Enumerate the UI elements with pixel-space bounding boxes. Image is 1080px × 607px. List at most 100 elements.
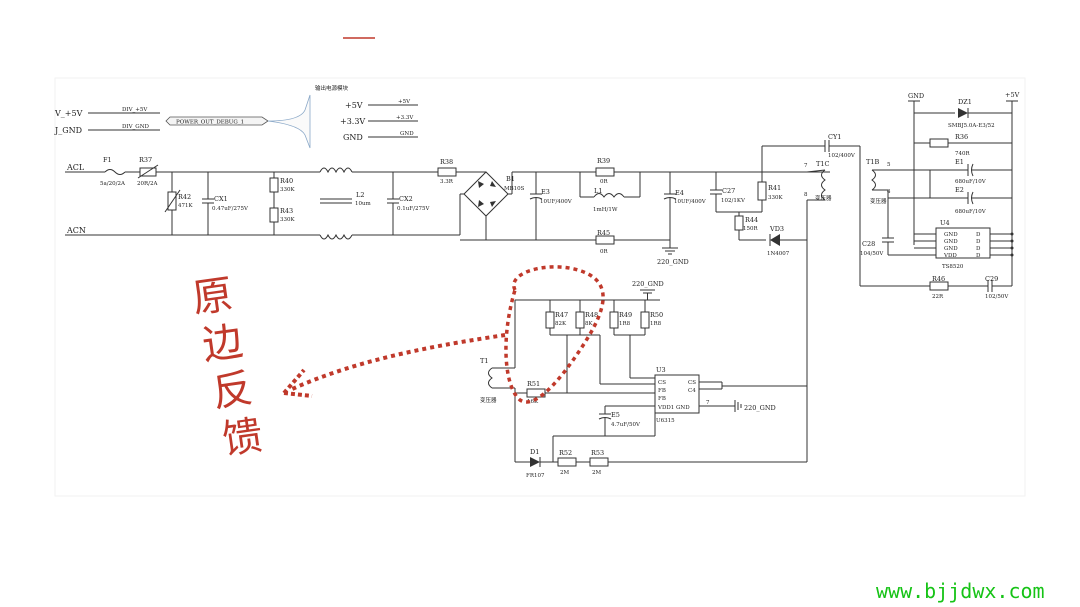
- r52-name: R52: [559, 449, 572, 457]
- r53-value: 2M: [592, 470, 601, 476]
- annotation-arrowhead: [282, 368, 313, 398]
- c29-name: C29: [985, 275, 998, 283]
- resistor-r48: [575, 311, 585, 329]
- u3-pin-right-1: CS: [688, 380, 696, 386]
- e4-value: 10UF/400V: [674, 199, 707, 205]
- r36-value: 740R: [955, 151, 970, 157]
- r39-value: 0R: [600, 179, 608, 185]
- vd3-name: VD3: [769, 225, 784, 233]
- u4-pin-7: D: [976, 246, 981, 252]
- resistor-r49: [609, 311, 619, 329]
- r42-value: 471K: [178, 203, 193, 209]
- r40-value: 330K: [280, 187, 295, 193]
- resistor-r53: [589, 457, 609, 467]
- u3-pin-left-2: FB: [658, 388, 666, 394]
- dz1-value: SMBJ5.0A-E3/52: [948, 123, 995, 129]
- e1-value: 680uF/10V: [955, 179, 987, 185]
- transformer-t1b: [871, 169, 876, 191]
- r53-name: R53: [591, 449, 604, 457]
- cy1-value: 102/400V: [828, 153, 856, 159]
- annotation-char-2: 边: [200, 318, 246, 369]
- u4-pin-8: D: [976, 253, 981, 259]
- resistor-r38: [437, 167, 457, 177]
- r41-name: R41: [768, 184, 781, 192]
- u3-pin7: 7: [706, 400, 710, 406]
- u4-pin-4: VDD: [943, 253, 957, 259]
- resistor-r51: [526, 388, 546, 398]
- ctrl-gnd220-label: 220_GND: [632, 280, 664, 288]
- resistor-r50: [640, 311, 650, 329]
- c28-value: 104/50V: [860, 251, 884, 257]
- r48-name: R48: [585, 311, 598, 319]
- u3-name: U3: [656, 366, 666, 374]
- r42-name: R42: [178, 193, 191, 201]
- out-5v-net: +5V: [398, 99, 411, 105]
- schematic-frame: [54, 77, 1026, 497]
- u4-pin-2: GND: [944, 239, 958, 245]
- d1-name: D1: [530, 448, 539, 456]
- resistor-r44: [734, 215, 744, 231]
- cy1-name: CY1: [828, 133, 841, 141]
- r45-value: 0R: [600, 249, 608, 255]
- t1b-pin5: 5: [887, 162, 891, 168]
- u4-pin-5: D: [976, 232, 981, 238]
- gnd-top-label: GND: [908, 92, 924, 100]
- r37-name: R37: [139, 156, 152, 164]
- l1-value: 1mH/1W: [593, 207, 618, 213]
- annotation-char-3: 反: [210, 365, 256, 416]
- r45-name: R45: [597, 229, 610, 237]
- u4-part: TS8520: [942, 264, 964, 270]
- t1c-pin8: 8: [804, 192, 808, 198]
- r44-value: 150R: [743, 226, 758, 232]
- annotation-char-1: 原: [190, 271, 236, 322]
- e4-name: E4: [675, 189, 684, 197]
- watermark: www.bjjdwx.com: [876, 579, 1045, 603]
- ic-u4: [935, 227, 991, 259]
- out-gnd-net: GND: [400, 131, 414, 137]
- u3-part: U6315: [656, 418, 675, 424]
- r46-name: R46: [932, 275, 945, 283]
- r37-value: 20R/2A: [137, 181, 158, 187]
- e3-name: E3: [541, 188, 550, 196]
- r44-name: R44: [745, 216, 758, 224]
- t1c-transformer-label: 变压器: [815, 194, 832, 202]
- resistor-r46: [929, 281, 949, 291]
- plus5v-label: +5V: [1005, 91, 1020, 99]
- feedback-annotation: 原 边 反 馈: [190, 265, 605, 464]
- acl-label: ACL: [66, 163, 85, 172]
- tvs-dz1: [958, 108, 968, 118]
- fuse-f1: [104, 169, 126, 175]
- r50-name: R50: [650, 311, 663, 319]
- out-gnd-label: GND: [343, 133, 363, 142]
- out-33v-net: +3.3V: [396, 115, 414, 121]
- ic-u3: [654, 374, 700, 414]
- u4-name: U4: [940, 219, 950, 227]
- r49-name: R49: [619, 311, 632, 319]
- r38-value: 3.3R: [440, 179, 454, 185]
- annotation-char-4: 馈: [220, 412, 266, 463]
- r38-name: R38: [440, 158, 453, 166]
- net-gnd-label: DIV_GND: [122, 124, 150, 130]
- net-5v-label: DIV_+5V: [122, 107, 148, 113]
- cx1-name: CX1: [214, 195, 228, 203]
- t1b-transformer-label: 变压器: [870, 197, 887, 205]
- t1b-pin4: 4: [887, 189, 891, 195]
- resistor-r40: [269, 177, 279, 193]
- r43-name: R43: [280, 207, 293, 215]
- e5-name: E5: [611, 411, 620, 419]
- transformer-t1c: [821, 169, 826, 201]
- b1-value: MB10S: [504, 186, 525, 192]
- e3-value: 10UF/400V: [540, 199, 573, 205]
- u4-pin-3: GND: [944, 246, 958, 252]
- primary-dc-section: E3 10UF/400V R39 0R L1 1mH/1W R45 0R E4 …: [486, 133, 861, 462]
- r41-value: 330K: [768, 195, 783, 201]
- r46-value: 22R: [932, 294, 944, 300]
- cx2-name: CX2: [399, 195, 413, 203]
- e2-value: 680uF/10V: [955, 209, 987, 215]
- f1-name: F1: [103, 156, 112, 164]
- r50-value: 1R8: [650, 321, 662, 327]
- debug-connector: [165, 116, 269, 126]
- diode-d1: [530, 457, 540, 467]
- r39-name: R39: [597, 157, 610, 165]
- acn-label: ACN: [66, 226, 86, 235]
